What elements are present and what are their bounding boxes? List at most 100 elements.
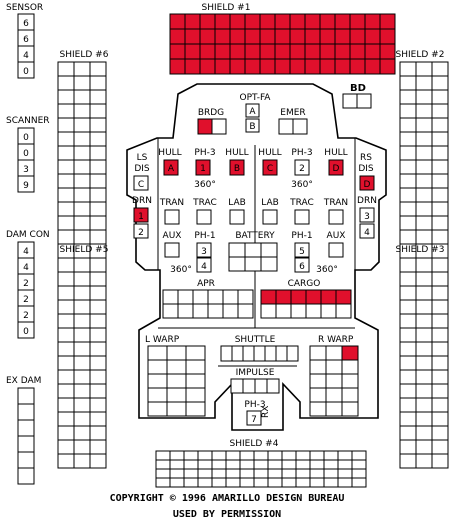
shield-5-box <box>73 355 91 371</box>
shield-3-box <box>399 369 417 385</box>
shield-3-box <box>415 439 433 455</box>
shield-1-box <box>304 43 321 60</box>
trac-label-2: TRAC <box>289 198 314 208</box>
shield-3-box <box>415 285 433 301</box>
shield-6-box <box>89 257 107 273</box>
bd-box <box>356 93 372 109</box>
shield-2-box <box>415 103 433 119</box>
shield-1-box <box>304 28 321 45</box>
shield-1-box <box>274 43 291 60</box>
shield-6-box <box>73 89 91 105</box>
left-warp-box <box>185 359 206 375</box>
shield-4-box <box>169 450 185 461</box>
right-warp-box <box>341 359 359 375</box>
shield-4-box <box>183 459 199 470</box>
shield-5-box <box>73 439 91 455</box>
left-warp-box <box>185 345 206 361</box>
shield-1-box <box>259 58 276 75</box>
shield-1-box <box>319 13 336 30</box>
shield-2-box <box>415 145 433 161</box>
shield-1-box <box>199 43 216 60</box>
apr-box <box>177 303 194 319</box>
drn-2-text: 2 <box>138 228 144 238</box>
shield-4-box <box>239 450 255 461</box>
shield-5-box <box>57 369 75 385</box>
shield-3-box <box>415 299 433 315</box>
shield-5-box <box>73 313 91 329</box>
cargo-box <box>290 303 307 319</box>
shield-4-box <box>281 450 297 461</box>
shield-6-box <box>89 75 107 91</box>
shield-3-box <box>431 397 449 413</box>
shield-3-box <box>415 355 433 371</box>
shield-2-box <box>415 61 433 77</box>
ph1-label-2: PH-1 <box>291 231 312 241</box>
shield-4-box <box>155 459 171 470</box>
shield-1-box <box>364 43 381 60</box>
shield-5-box <box>89 397 107 413</box>
shield-2-box <box>399 103 417 119</box>
damcon-box-value: 0 <box>23 327 29 337</box>
shield-3-box <box>399 411 417 427</box>
shield-1-box <box>259 43 276 60</box>
shield-4-box <box>169 477 185 488</box>
shield-1-box <box>229 58 246 75</box>
shield-3-box <box>431 369 449 385</box>
damcon-box-value: 2 <box>23 279 29 289</box>
shield-4-box <box>239 459 255 470</box>
drn-3-box <box>359 207 375 223</box>
lab-right-box <box>262 209 278 225</box>
shield-4-box <box>169 459 185 470</box>
excess-damage-box <box>17 387 35 405</box>
shield-1-box <box>349 43 366 60</box>
shield-6-box <box>89 131 107 147</box>
cargo-boxes <box>260 289 352 319</box>
shield-6-box <box>89 61 107 77</box>
sensor-box-value: 4 <box>23 51 29 61</box>
shield-3-box <box>415 257 433 273</box>
emergency-box <box>278 118 294 135</box>
shield-2-box <box>399 173 417 189</box>
shield-6-box <box>57 89 75 105</box>
ph3-1-box <box>195 159 211 176</box>
tran-left-box <box>164 209 180 225</box>
shield-6-box <box>57 75 75 91</box>
damcon-label: DAM CON <box>6 230 50 240</box>
shield-3-box <box>431 257 449 273</box>
shield-4-box <box>351 468 367 479</box>
left-warp-box <box>166 401 187 417</box>
shield-1-box <box>169 28 186 45</box>
shield-3-box <box>431 439 449 455</box>
shield-3-box <box>399 383 417 399</box>
shield-4-box <box>281 468 297 479</box>
shield-1-box <box>304 13 321 30</box>
shield-6-grid <box>57 61 107 273</box>
cargo-box <box>335 303 352 319</box>
hull-label-1: HULL <box>158 148 181 158</box>
hull-d-box <box>328 159 344 176</box>
shield-6-box <box>73 187 91 203</box>
right-warp-box <box>325 373 343 389</box>
lab-left-box <box>229 209 245 225</box>
shield-1-box <box>364 13 381 30</box>
cargo-box <box>275 289 292 305</box>
shield-3-box <box>431 313 449 329</box>
shield-2-box <box>431 215 449 231</box>
shield-6-box <box>57 173 75 189</box>
shield-1-box <box>379 58 396 75</box>
excess-damage-box <box>17 403 35 421</box>
right-warp-box <box>309 373 327 389</box>
battery-box <box>228 242 246 258</box>
fire-control-a-text: A <box>249 107 256 117</box>
shield-2-label: SHIELD #2 <box>396 50 445 60</box>
shield-6-box <box>89 229 107 245</box>
ph1-3-text: 3 <box>201 247 207 257</box>
shield-2-box <box>431 173 449 189</box>
shield-5-box <box>89 341 107 357</box>
ph3-7-box <box>246 410 262 426</box>
shield-2-box <box>431 201 449 217</box>
shield-6-box <box>89 187 107 203</box>
shield-1-box <box>169 58 186 75</box>
shield-3-box <box>399 397 417 413</box>
shield-2-box <box>399 117 417 133</box>
